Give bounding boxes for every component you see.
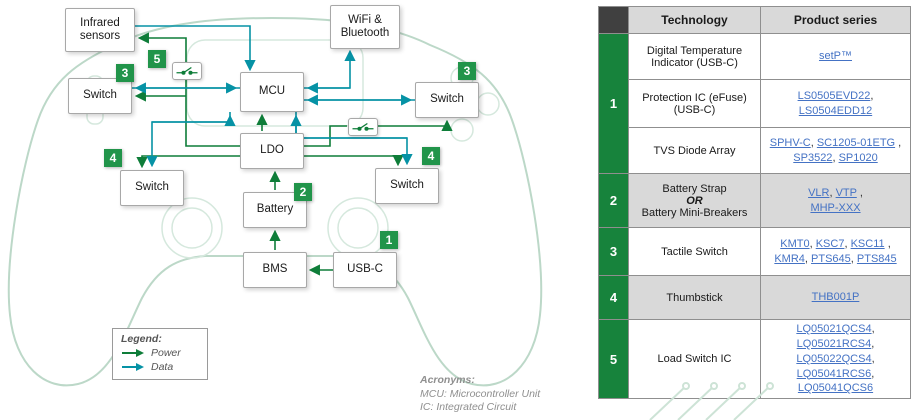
product-link[interactable]: LS0505EVD22 xyxy=(797,89,871,102)
legend-box: Legend: Power Data xyxy=(112,328,208,380)
block-switch-right-mid: Switch xyxy=(375,168,439,204)
legend-power-label: Power xyxy=(151,347,181,359)
column-header-technology: Technology xyxy=(628,6,761,34)
product-link[interactable]: VLR xyxy=(808,186,830,199)
table-row: 1 Digital Temperature Indicator (USB-C) … xyxy=(598,33,911,174)
tech-cell: TVS Diode Array xyxy=(628,127,761,174)
product-link[interactable]: VTP xyxy=(835,186,857,199)
product-link[interactable]: PTS645 xyxy=(811,252,851,265)
table-row: 2 Battery Strap OR Battery Mini-Breakers… xyxy=(598,173,911,228)
badge-4-left: 4 xyxy=(104,149,122,167)
switch-symbol-icon xyxy=(352,122,374,131)
block-ldo: LDO xyxy=(240,133,304,169)
acronyms-title: Acronyms: xyxy=(420,374,475,386)
row-number-4: 4 xyxy=(598,275,629,320)
block-bms: BMS xyxy=(243,252,307,288)
legend-data-label: Data xyxy=(151,361,174,373)
acronyms-note: Acronyms: MCU: Microcontroller Unit IC: … xyxy=(420,374,600,415)
product-link[interactable]: SPHV-C xyxy=(769,136,811,149)
table-header-row: Technology Product series xyxy=(598,6,911,34)
table-corner-cell xyxy=(598,6,629,34)
product-link[interactable]: LQ05021QCS4 xyxy=(796,323,872,335)
tech-or: OR xyxy=(686,194,703,207)
tech-cell: Battery Strap OR Battery Mini-Breakers xyxy=(628,173,761,228)
block-usbc: USB-C xyxy=(333,252,397,288)
product-cell: KMT0 KSC7 KSC11 KMR4 PTS645 PTS845 xyxy=(760,227,911,276)
table-row: Protection IC (eFuse) (USB-C) LS0505EVD2… xyxy=(599,79,911,128)
product-link[interactable]: KMT0 xyxy=(780,237,810,250)
product-link[interactable]: LQ05041QCS6 xyxy=(797,382,874,395)
controller-diagram: Infrared sensors WiFi & Bluetooth Switch… xyxy=(7,5,543,413)
row-number-5: 5 xyxy=(598,318,629,400)
load-switch-icon xyxy=(172,62,202,80)
block-mcu: MCU xyxy=(240,72,304,112)
badge-2: 2 xyxy=(294,183,312,201)
badge-4-right: 4 xyxy=(422,147,440,165)
product-link[interactable]: PTS845 xyxy=(856,252,897,265)
badge-3-right: 3 xyxy=(458,62,476,80)
tech-text: Battery Mini-Breakers xyxy=(641,206,748,219)
acronym-ic: IC: Integrated Circuit xyxy=(420,401,517,414)
table-row: 4 Thumbstick THB001P xyxy=(598,275,911,320)
product-cell: VLR VTP MHP-XXX xyxy=(760,173,911,228)
tech-cell: Digital Temperature Indicator (USB-C) xyxy=(628,33,761,80)
tech-cell: Protection IC (eFuse) (USB-C) xyxy=(628,79,761,128)
technology-product-table: Technology Product series 1 Digital Temp… xyxy=(598,6,911,400)
data-arrow-icon xyxy=(122,363,144,371)
tech-text: Battery Strap xyxy=(662,182,727,195)
block-switch-right-top: Switch xyxy=(415,82,479,118)
block-wifi-bluetooth: WiFi & Bluetooth xyxy=(330,5,400,49)
row-number-1: 1 xyxy=(598,33,629,174)
column-header-product-series: Product series xyxy=(760,6,911,34)
badge-1: 1 xyxy=(380,231,398,249)
product-cell: THB001P xyxy=(760,275,911,320)
badge-3-left: 3 xyxy=(116,64,134,82)
acronym-mcu: MCU: Microcontroller Unit xyxy=(420,387,541,400)
product-cell: SPHV-C SC1205-01ETG SP3522 SP1020 xyxy=(760,127,911,174)
product-link[interactable]: SP1020 xyxy=(838,151,878,164)
switch-symbol-icon xyxy=(176,66,198,75)
row-number-3: 3 xyxy=(598,227,629,276)
block-switch-left-top: Switch xyxy=(68,78,132,114)
block-infrared-sensors: Infrared sensors xyxy=(65,8,135,52)
product-link[interactable]: SP3522 xyxy=(793,151,833,164)
tech-cell: Tactile Switch xyxy=(628,227,761,276)
product-link[interactable]: setP™ xyxy=(818,50,852,63)
block-switch-left-mid: Switch xyxy=(120,170,184,206)
table-row: TVS Diode Array SPHV-C SC1205-01ETG SP352… xyxy=(599,127,911,174)
controller-outline-and-wiring xyxy=(7,16,543,387)
table-row: 3 Tactile Switch KMT0 KSC7 KSC11 KMR4 PTS64… xyxy=(598,227,911,276)
product-link[interactable]: LQ05022QCS4 xyxy=(796,352,872,365)
product-link[interactable]: LS0504EDD12 xyxy=(798,104,873,117)
product-link[interactable]: KSC11 xyxy=(850,237,885,250)
product-link[interactable]: SC1205-01ETG xyxy=(816,136,896,149)
badge-5: 5 xyxy=(148,50,166,68)
product-link[interactable]: LQ05041RCS6 xyxy=(796,367,872,380)
power-arrow-icon xyxy=(122,349,144,357)
product-cell: LQ05021QCS4 LQ05021RCS4 LQ05022QCS4 LQ05… xyxy=(760,318,911,400)
legend-title: Legend: xyxy=(121,333,162,345)
product-link[interactable]: LQ05021RCS4 xyxy=(796,337,872,350)
product-cell: setP™ xyxy=(760,33,911,80)
product-link[interactable]: KMR4 xyxy=(774,252,805,265)
product-link[interactable]: KSC7 xyxy=(815,237,845,250)
load-switch-icon xyxy=(348,118,378,136)
product-cell: LS0505EVD22 LS0504EDD12 xyxy=(760,79,911,128)
tech-cell: Thumbstick xyxy=(628,275,761,320)
product-link[interactable]: THB001P xyxy=(811,291,860,304)
product-link[interactable]: MHP-XXX xyxy=(810,201,861,214)
row-number-2: 2 xyxy=(598,173,629,228)
circuit-trace-decoration xyxy=(649,382,774,420)
